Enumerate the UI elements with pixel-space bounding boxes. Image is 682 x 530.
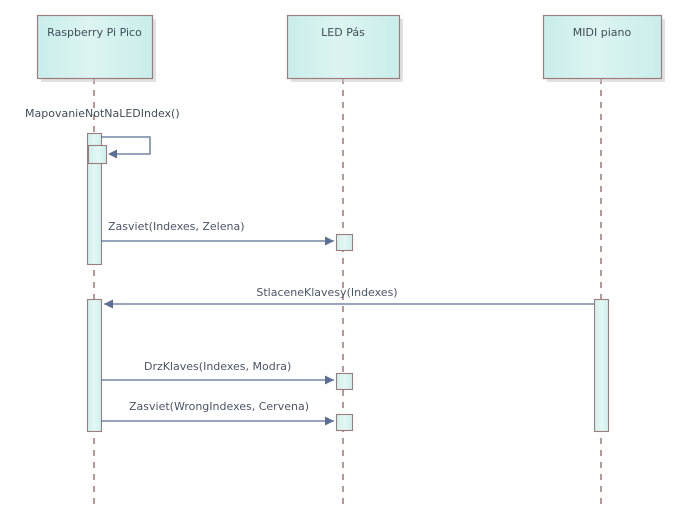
participant-box[interactable] bbox=[286, 14, 401, 80]
participant-boxes-layer: Raspberry Pi Pico LED Pás MIDI piano bbox=[36, 14, 666, 83]
message-label-msg-zasviet-cervena: Zasviet(WrongIndexes, Cervena) bbox=[129, 400, 309, 413]
arrowhead-msg-stlacene-klavesy bbox=[104, 299, 113, 309]
messages-layer: MapovanieNotNaLEDIndex() Zasviet(Indexes,… bbox=[25, 107, 594, 426]
self-call-path bbox=[101, 136, 151, 155]
message-msg-self-call[interactable]: MapovanieNotNaLEDIndex() bbox=[25, 107, 180, 159]
message-msg-drzklaves-modra[interactable]: DrzKlaves(Indexes, Modra) bbox=[101, 360, 334, 385]
arrowhead-msg-drzklaves-modra bbox=[325, 375, 334, 385]
participant-box[interactable] bbox=[36, 14, 154, 80]
participant-box[interactable] bbox=[542, 14, 663, 80]
activation-bar-pico-act-1[interactable] bbox=[86, 132, 103, 266]
message-msg-zasviet-cervena[interactable]: Zasviet(WrongIndexes, Cervena) bbox=[101, 400, 334, 426]
arrowhead-msg-self-call bbox=[108, 149, 117, 159]
participant-pico[interactable]: Raspberry Pi Pico bbox=[36, 14, 157, 83]
activation-bar-midi-act-1[interactable] bbox=[593, 298, 610, 433]
participant-led[interactable]: LED Pás bbox=[286, 14, 404, 83]
activation-bar-pico-act-2[interactable] bbox=[86, 298, 103, 433]
activation-bar-pico-self-box[interactable] bbox=[87, 144, 108, 165]
message-label-msg-zasviet-zelena: Zasviet(Indexes, Zelena) bbox=[108, 220, 245, 233]
participant-label-led: LED Pás bbox=[321, 26, 365, 39]
message-label-msg-stlacene-klavesy: StlaceneKlavesy(Indexes) bbox=[256, 286, 397, 299]
activation-bar-led-act-2[interactable] bbox=[335, 372, 354, 391]
arrowhead-msg-zasviet-cervena bbox=[325, 416, 334, 426]
message-msg-zasviet-zelena[interactable]: Zasviet(Indexes, Zelena) bbox=[101, 220, 334, 246]
activation-bar-led-act-1[interactable] bbox=[335, 233, 354, 252]
arrowhead-msg-zasviet-zelena bbox=[325, 236, 334, 246]
participant-label-pico: Raspberry Pi Pico bbox=[47, 26, 142, 39]
message-msg-stlacene-klavesy[interactable]: StlaceneKlavesy(Indexes) bbox=[104, 286, 594, 309]
message-label-msg-drzklaves-modra: DrzKlaves(Indexes, Modra) bbox=[144, 360, 291, 373]
participant-label-midi: MIDI piano bbox=[573, 26, 632, 39]
message-label-msg-self-call: MapovanieNotNaLEDIndex() bbox=[25, 107, 180, 120]
activations-layer bbox=[86, 132, 610, 433]
activation-bar-led-act-3[interactable] bbox=[335, 413, 354, 432]
participant-midi[interactable]: MIDI piano bbox=[542, 14, 666, 83]
